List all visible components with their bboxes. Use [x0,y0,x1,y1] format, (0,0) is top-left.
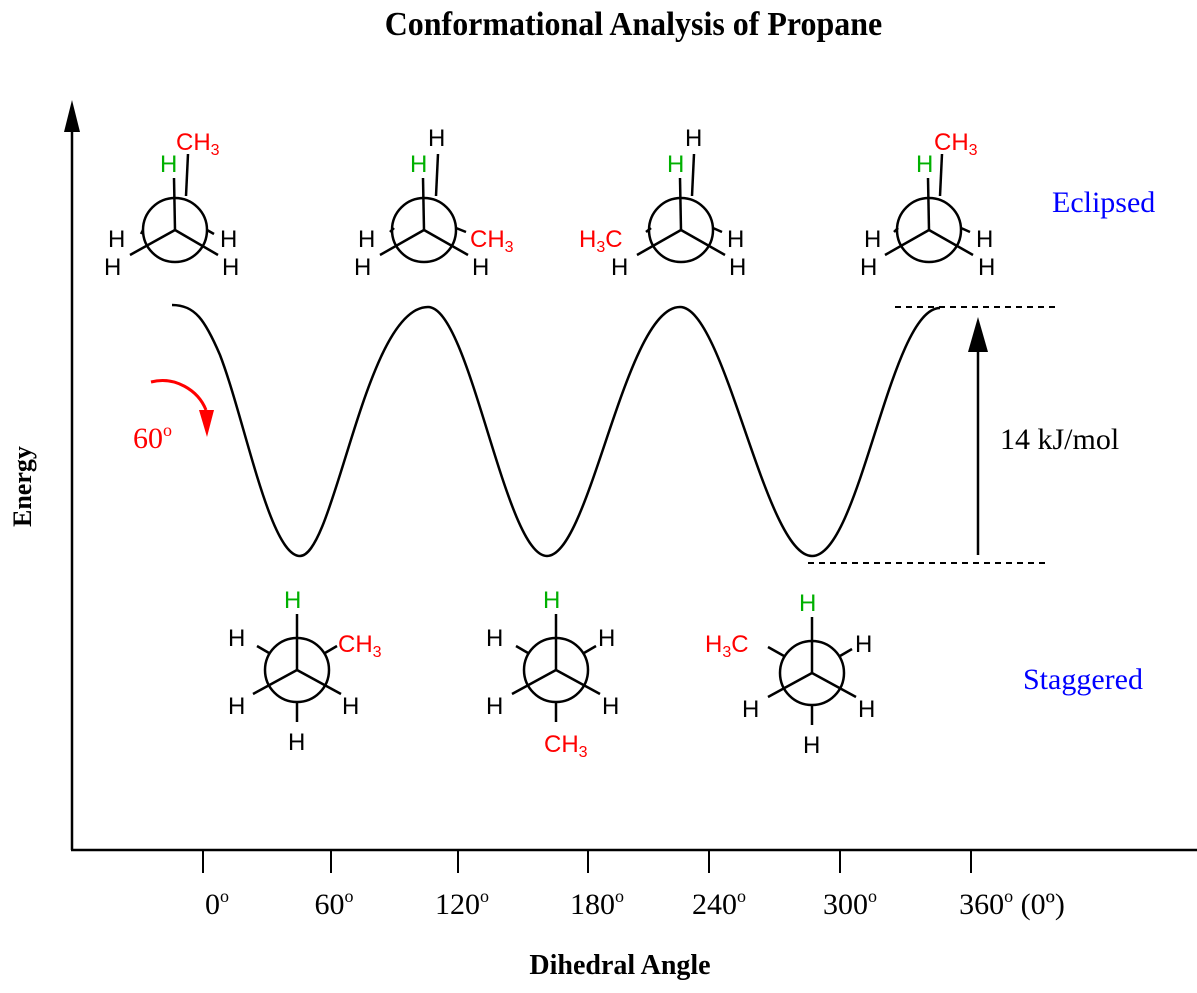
x-tick-label-5: 300o [823,886,877,922]
rotation-arrow-icon [150,379,214,437]
methyl-group: H3C [705,631,749,661]
svg-text:H: H [486,693,503,720]
methyl-group: H3C [579,226,623,256]
svg-text:H: H [729,254,746,281]
energy-difference-arrow-icon [968,317,988,555]
tick-suffix: (0º) [1013,888,1065,921]
newman-staggered-0: H H CH3 H H H [228,587,382,756]
svg-text:H: H [354,254,371,281]
x-tick-label-6: 360o (0º) [959,886,1065,922]
methyl-group: CH3 [176,129,220,159]
tick-unit: o [344,886,354,906]
x-tick-label-0: 0o [205,886,229,922]
tick-value: 360 [959,888,1005,921]
svg-text:H: H [228,625,245,652]
rotation-angle-unit: o [163,420,172,440]
svg-text:H: H [803,732,820,759]
tick-unit: o [868,886,877,906]
tick-unit: o [615,886,624,906]
y-axis-label: Energy [8,446,37,527]
tick-value: 180 [570,888,615,921]
x-tick-label-1: 60o [315,886,354,922]
methyl-group: CH3 [544,731,588,761]
eclipsed-label: Eclipsed [1052,186,1156,219]
svg-text:H: H [472,254,489,281]
newman-eclipsed-1: H H H H CH3 H [354,125,514,281]
newman-eclipsed-3: H CH3 H H H H [860,129,995,281]
svg-text:H: H [978,254,995,281]
marked-hydrogen: H [916,151,933,178]
rotation-angle-value: 60 [133,422,163,455]
svg-text:H: H [727,226,744,253]
svg-text:H: H [108,226,125,253]
x-axis-label: Dihedral Angle [529,950,711,981]
newman-eclipsed-2: H H H3C H H H [579,125,746,281]
svg-text:H: H [288,729,305,756]
x-tick-label-2: 120o [435,886,489,922]
tick-unit: o [737,886,746,906]
tick-value: 240 [692,888,737,921]
y-axis [64,100,80,850]
newman-staggered-2: H H3C H H H H [705,590,875,759]
energy-curve [171,303,941,558]
tick-value: 60 [314,888,345,921]
svg-text:H: H [486,625,503,652]
tick-value: 300 [823,888,868,921]
svg-text:H: H [104,254,121,281]
methyl-group: CH3 [934,129,978,159]
tick-value: 120 [435,888,480,921]
svg-text:H: H [742,696,759,723]
svg-text:H: H [342,693,359,720]
svg-text:H: H [220,226,237,253]
x-tick-label-3: 180o [570,886,624,922]
marked-hydrogen: H [799,590,816,617]
svg-text:H: H [228,693,245,720]
svg-text:H: H [602,693,619,720]
methyl-group: CH3 [470,226,514,256]
energy-barrier-label: 14 kJ/mol [1000,423,1120,456]
x-tick-label-4: 240o [692,886,746,922]
newman-eclipsed-0: H CH3 H H H H [104,129,239,281]
tick-value: 0 [205,888,220,921]
marked-hydrogen: H [410,151,427,178]
svg-text:H: H [685,125,702,152]
marked-hydrogen: H [667,151,684,178]
svg-text:H: H [855,631,872,658]
methyl-group: CH3 [338,631,382,661]
svg-text:H: H [860,254,877,281]
svg-text:H: H [598,625,615,652]
rotation-angle-label: 60o [133,420,172,456]
marked-hydrogen: H [543,587,560,614]
tick-unit: o [220,886,229,906]
svg-text:H: H [976,226,993,253]
staggered-label: Staggered [1023,663,1143,696]
y-axis-arrow-icon [64,100,80,132]
x-axis [71,848,1197,873]
tick-unit: o [480,886,489,906]
chart-title: Conformational Analysis of Propane [384,6,883,43]
svg-text:H: H [222,254,239,281]
svg-text:H: H [428,125,445,152]
svg-text:H: H [358,226,375,253]
svg-text:H: H [611,254,628,281]
marked-hydrogen: H [160,151,177,178]
svg-text:H: H [864,226,881,253]
marked-hydrogen: H [284,587,301,614]
newman-staggered-1: H H H H H CH3 [486,587,619,761]
tick-unit: o [1004,886,1014,906]
svg-text:H: H [858,696,875,723]
